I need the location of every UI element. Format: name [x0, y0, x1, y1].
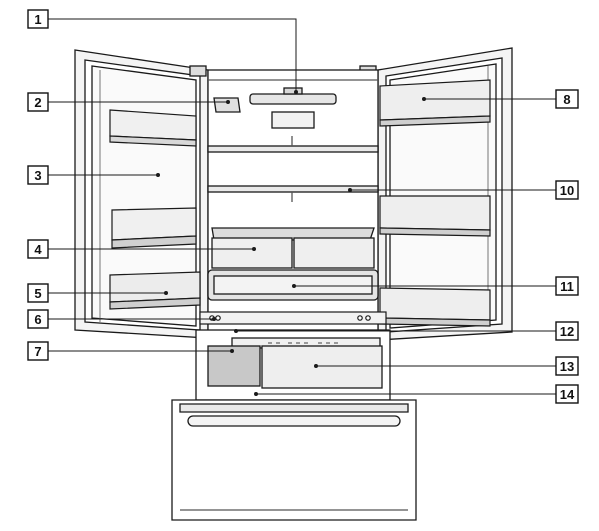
callout-2: 2: [27, 92, 49, 112]
callout-14: 14: [555, 384, 579, 404]
callout-5-label: 5: [34, 286, 41, 301]
callout-1-label: 1: [34, 12, 41, 27]
freezer-compartment: [195, 329, 391, 401]
callout-13: 13: [555, 356, 579, 376]
callout-8-label: 8: [563, 92, 570, 107]
callout-12-label: 12: [560, 324, 574, 339]
callout-2-label: 2: [34, 95, 41, 110]
callout-3: 3: [27, 165, 49, 185]
left-door-upper-bin: [109, 109, 197, 249]
callout-3-label: 3: [34, 168, 41, 183]
control-panel-strip: [199, 311, 387, 325]
callout-11-label: 11: [560, 279, 574, 294]
callout-4-label: 4: [34, 242, 42, 257]
callout-14-label: 14: [560, 387, 575, 402]
callout-boxes: 1 2 3 4 5 6 7 8: [27, 9, 579, 404]
callout-8: 8: [555, 89, 579, 109]
leader-lines: [48, 18, 556, 395]
callout-10: 10: [555, 180, 579, 200]
shelves: [207, 136, 379, 202]
callout-7: 7: [27, 341, 49, 361]
callout-11: 11: [555, 276, 579, 296]
leader-dots: [156, 90, 426, 396]
callout-6: 6: [27, 309, 49, 329]
crisper-drawers: [211, 227, 375, 269]
callout-6-label: 6: [34, 312, 41, 327]
callout-13-label: 13: [560, 359, 574, 374]
callout-4: 4: [27, 239, 49, 259]
callout-12: 12: [555, 321, 579, 341]
leader-1: [48, 18, 297, 92]
callout-5: 5: [27, 283, 49, 303]
callout-1: 1: [27, 9, 49, 29]
freezer-drawer-door: [171, 399, 417, 521]
right-door-bins: [379, 79, 491, 327]
callout-10-label: 10: [560, 183, 574, 198]
callout-7-label: 7: [34, 344, 41, 359]
left-door-lower-bin: [109, 271, 201, 310]
